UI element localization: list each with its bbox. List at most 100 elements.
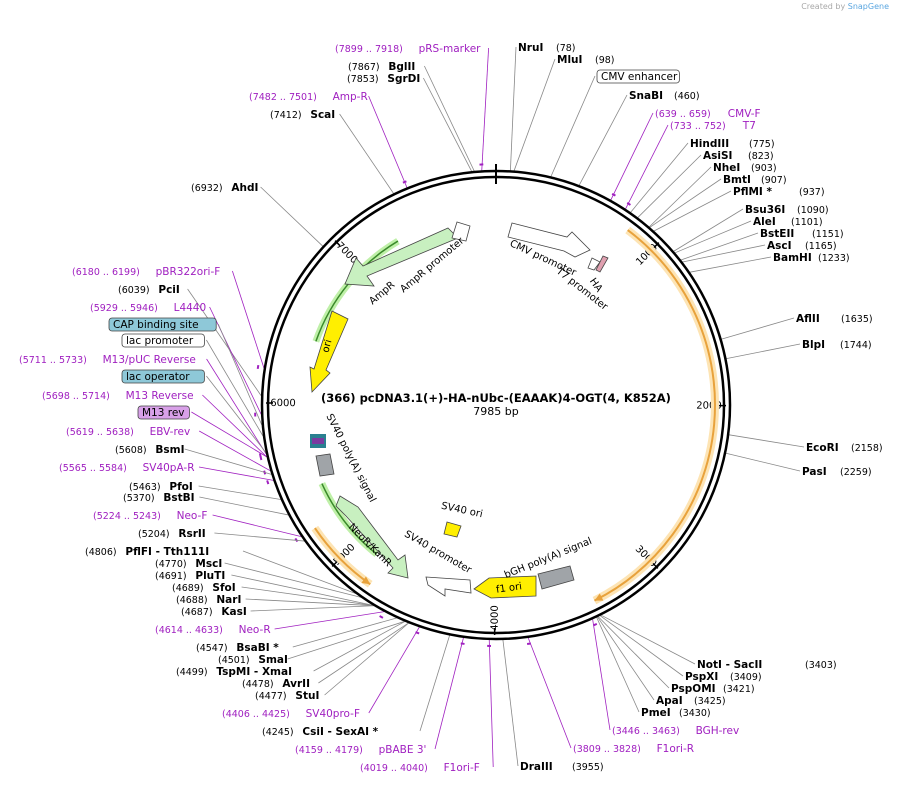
- site-label-t7: (733 .. 752)T7: [670, 120, 756, 132]
- enzyme-position: (4501): [218, 655, 250, 666]
- primer-name: L4440: [174, 302, 207, 314]
- primer-position: (3446 .. 3463): [612, 726, 680, 737]
- site-label-bgh-rev: (3446 .. 3463) BGH-rev: [612, 725, 739, 737]
- primer-name: BGH-rev: [696, 725, 740, 737]
- sv40-polya-box: [315, 453, 335, 477]
- enzyme-name: CsiI - SexAI *: [302, 726, 378, 738]
- enzyme-name: MluI: [557, 54, 582, 66]
- site-label-pbr322ori-f: (6180 .. 6199)pBR322ori-F: [72, 266, 220, 278]
- primer-binding-mark: [259, 456, 263, 461]
- site-label-snabi: SnaBI(460): [629, 90, 700, 102]
- site-label-pspxi: PspXI(3409): [685, 671, 762, 683]
- enzyme-name: NarI: [216, 594, 241, 606]
- enzyme-position: (4499): [176, 667, 208, 678]
- enzyme-position: (3425): [694, 696, 726, 707]
- feature-label: SV40 poly(A) signal: [323, 412, 377, 504]
- site-labels: (7899 .. 7918)pRS-marker(7867)BglII(7853…: [19, 42, 883, 774]
- leader-line: [318, 622, 409, 684]
- primer-binding-mark: [611, 192, 616, 197]
- enzyme-position: (7853): [347, 74, 379, 85]
- leader-line: [578, 94, 628, 186]
- primer-name: SV40pro-F: [306, 708, 360, 720]
- leader-line: [245, 598, 374, 607]
- leader-line: [324, 622, 409, 696]
- site-label-scai: (7412) ScaI: [270, 109, 335, 121]
- site-label-hindiii: HindIII(775): [690, 138, 775, 150]
- site-label-sgrdi: (7853)SgrDI: [347, 73, 420, 85]
- enzyme-name: BsmI: [155, 444, 184, 456]
- primer-position: (5698 .. 5714): [42, 391, 110, 402]
- enzyme-name: AscI: [767, 240, 792, 252]
- primer-binding-mark: [526, 642, 532, 645]
- leader-line: [209, 306, 262, 415]
- site-label-pasi: PasI(2259): [802, 466, 872, 478]
- enzyme-name: Bsu36I: [745, 204, 785, 216]
- leader-line: [674, 220, 752, 254]
- enzyme-name: RsrII: [178, 528, 205, 540]
- site-label-apai: ApaI(3425): [656, 695, 726, 707]
- site-label-bstbi: (5370)BstBI: [123, 492, 195, 504]
- label-text: M13 rev: [142, 407, 185, 419]
- enzyme-name: SmaI: [258, 654, 288, 666]
- enzyme-name: PspXI: [685, 671, 718, 683]
- feature-label: f1 ori: [495, 581, 522, 596]
- enzyme-position: (4477): [255, 691, 287, 702]
- t7-promoter-arrow: [587, 257, 601, 271]
- enzyme-position: (937): [799, 187, 825, 198]
- site-label-pcii: (6039)PciI: [118, 284, 180, 296]
- site-label-bsu36i: Bsu36I(1090): [745, 204, 829, 216]
- enzyme-name: NheI: [713, 162, 740, 174]
- enzyme-name: PciI: [158, 284, 179, 296]
- enzyme-position: (1101): [791, 217, 823, 228]
- leader-line: [721, 317, 795, 340]
- enzyme-name: TspMI - XmaI: [216, 666, 292, 678]
- enzyme-position: (4245): [262, 727, 294, 738]
- primer-binding-mark: [402, 180, 407, 184]
- primer-name: M13 Reverse: [126, 390, 194, 402]
- primer-position: (4614 .. 4633): [155, 625, 223, 636]
- enzyme-position: (4806): [85, 547, 117, 558]
- enzyme-position: (7412): [270, 110, 302, 121]
- label-text: lac promoter: [126, 335, 194, 347]
- neor-arrow: [335, 495, 409, 579]
- enzyme-position: (4547): [196, 643, 228, 654]
- leader-line: [599, 615, 684, 677]
- leader-line: [513, 58, 556, 171]
- enzyme-position: (1165): [805, 241, 837, 252]
- site-label-m13-rev: M13 rev: [137, 405, 190, 420]
- site-label-nari: (4688)NarI: [176, 594, 241, 606]
- neor-inner-line: [321, 483, 378, 555]
- site-label-f1ori-r: (3809 .. 3828)F1ori-R: [573, 743, 694, 755]
- leader-line: [206, 375, 267, 453]
- site-label-nrui: NruI(78): [518, 42, 576, 54]
- leader-line: [423, 77, 472, 172]
- primer-position: (733 .. 752): [670, 121, 726, 132]
- label-text: CAP binding site: [113, 319, 199, 331]
- enzyme-name: NruI: [518, 42, 543, 54]
- leader-line: [250, 605, 374, 612]
- leader-line: [206, 358, 267, 455]
- site-label-blpi: BlpI(1744): [802, 339, 872, 351]
- primer-name: pRS-marker: [419, 43, 482, 55]
- primer-position: (639 .. 659): [655, 109, 711, 120]
- site-label-csii-sexai-: (4245) CsiI - SexAI *: [262, 726, 379, 738]
- enzyme-name: PspOMI: [671, 683, 716, 695]
- primer-position: (7482 .. 7501): [249, 92, 317, 103]
- label-text: CMV enhancer: [601, 71, 678, 83]
- site-label-sv40pa-r: (5565 .. 5584)SV40pA-R: [59, 462, 195, 474]
- leader-line: [648, 166, 712, 228]
- leader-line: [600, 614, 696, 665]
- site-label-tspmi-xmai: (4499) TspMI - XmaI: [176, 666, 292, 678]
- label-leader-lines: [184, 46, 805, 768]
- enzyme-position: (903): [751, 163, 777, 174]
- leader-line: [630, 142, 689, 213]
- label-box: [596, 69, 680, 84]
- bgh-polya-box: [537, 565, 575, 590]
- enzyme-position: (4687): [181, 607, 213, 618]
- enzyme-name: ScaI: [310, 109, 335, 121]
- enzyme-name: KasI: [221, 606, 246, 618]
- leader-line: [198, 485, 281, 500]
- site-label-sfoi: (4689)SfoI: [172, 582, 236, 594]
- enzyme-name: EcoRI: [806, 442, 839, 454]
- leader-line: [673, 208, 744, 252]
